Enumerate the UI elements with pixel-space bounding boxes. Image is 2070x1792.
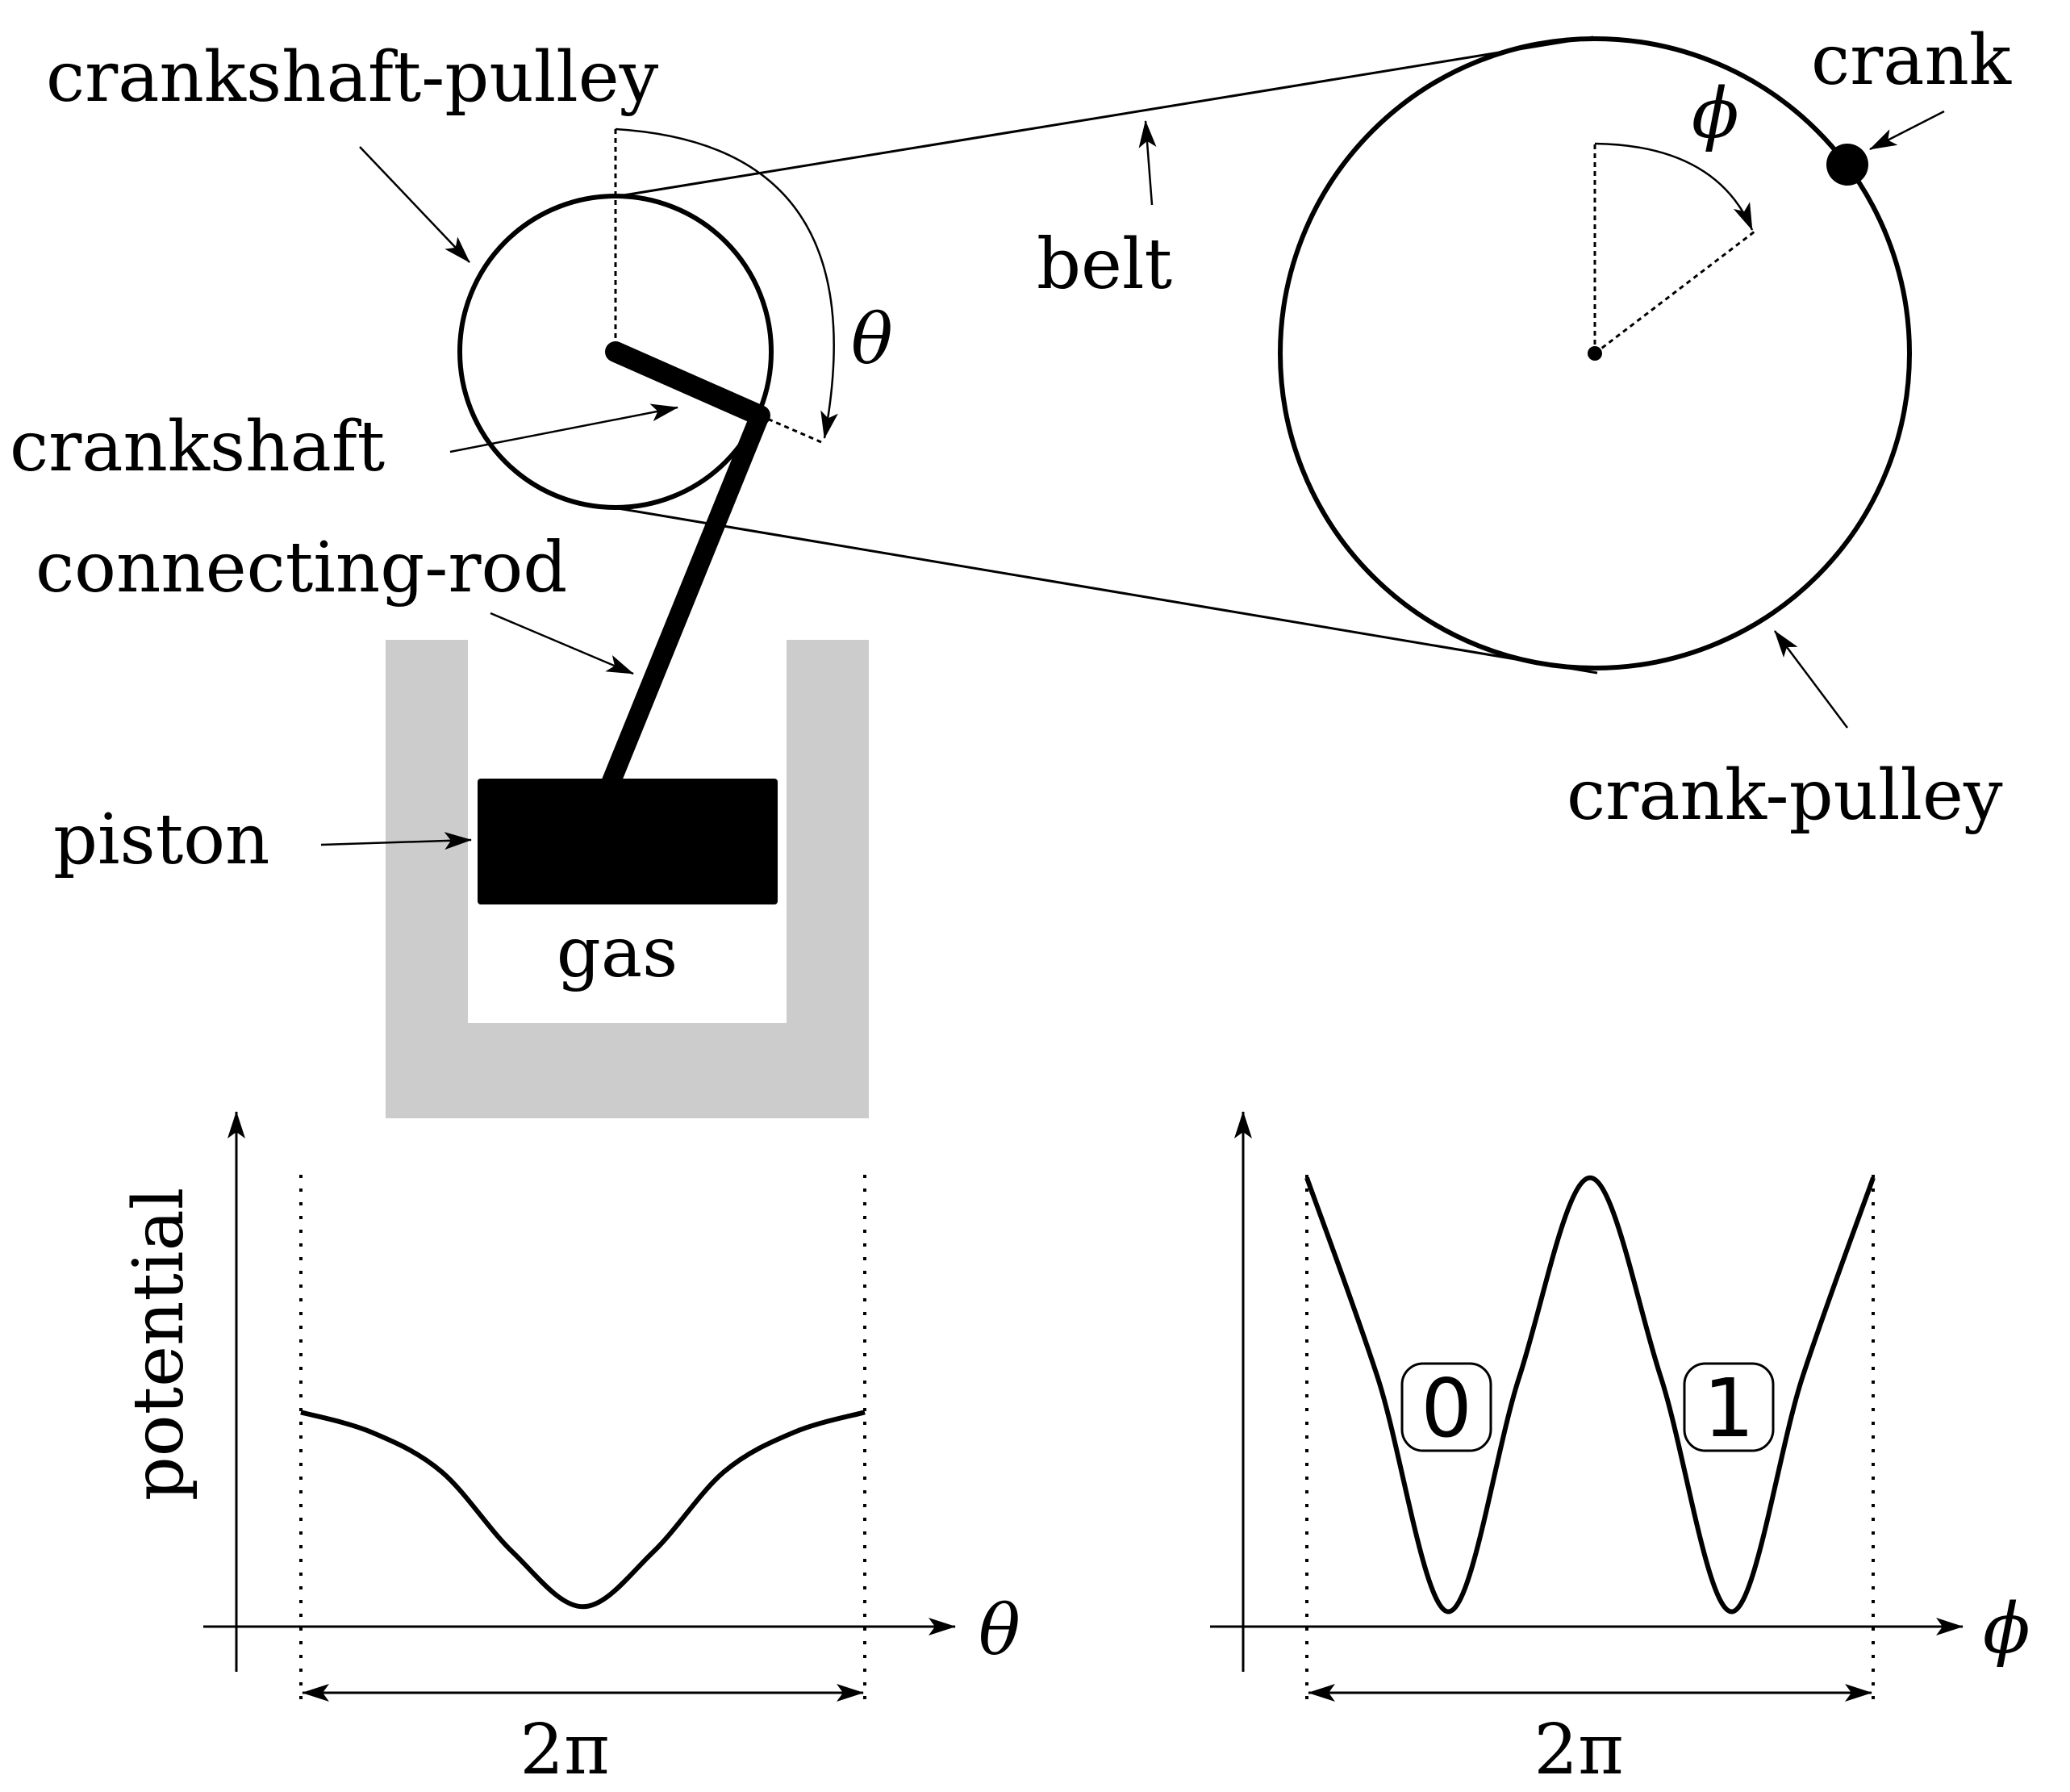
plot2-xlabel: ϕ: [1983, 1589, 2030, 1669]
belt-label: belt: [1037, 224, 1172, 305]
gas-label: gas: [557, 913, 678, 993]
crankshaft-extension-line: [759, 414, 822, 444]
plot2-potential-curve: [1304, 1175, 1876, 1614]
plot1-xlabel: θ: [979, 1590, 1020, 1671]
piston-pointer: [320, 832, 472, 850]
connecting-rod-label: connecting-rod: [35, 528, 567, 608]
crank-dot: [1826, 144, 1868, 186]
plot1-period-label: 2π: [520, 1710, 609, 1790]
connecting-rod-pointer: [490, 612, 634, 675]
plot2-period-label: 2π: [1534, 1710, 1623, 1790]
crankshaft-pulley-pointer: [359, 146, 470, 263]
belt-bottom: [612, 506, 1598, 675]
plot1-ylabel: potential: [119, 1188, 199, 1502]
crank-label: crank: [1811, 20, 2012, 101]
belt-pointer: [1138, 120, 1157, 206]
well-label-1: 1: [1703, 1361, 1755, 1456]
well-label-0-box: 0: [1400, 1361, 1492, 1456]
phi-potential-plot: 0 1 ϕ 2π: [1210, 1111, 2030, 1790]
phi-arc-arrow: [1594, 142, 1754, 231]
crank-pulley-label: crank-pulley: [1567, 755, 2003, 836]
belt-top: [618, 36, 1594, 198]
crank-pulley-pointer: [1774, 630, 1848, 729]
phi-radius-line: [1594, 230, 1755, 355]
piston-label: piston: [53, 800, 269, 880]
crankshaft-label: crankshaft: [10, 407, 385, 487]
piston-block: [478, 779, 778, 904]
crank-pointer: [1869, 110, 1945, 151]
crankshaft-pulley-label: crankshaft-pulley: [46, 37, 659, 118]
crankshaft-pointer: [449, 403, 678, 453]
crank-pulley-circle: [1278, 36, 1912, 670]
theta-potential-plot: potential θ 2π: [119, 1111, 1020, 1790]
connecting-rod-bar: [600, 406, 770, 795]
crankshaft-bar: [605, 341, 770, 426]
theta-label: θ: [851, 299, 893, 380]
well-label-0: 0: [1421, 1361, 1472, 1456]
cylinder-wall: [386, 640, 869, 1118]
phi-label: ϕ: [1692, 73, 1739, 154]
theta-arc-arrow: [615, 127, 838, 439]
plot1-potential-curve: [300, 1410, 866, 1610]
well-label-1-box: 1: [1683, 1361, 1775, 1456]
